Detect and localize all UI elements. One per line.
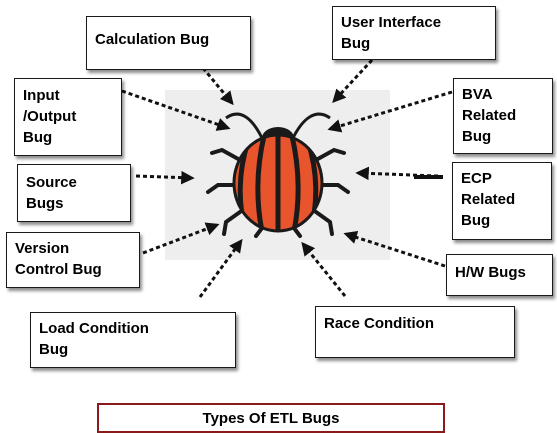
arrow-load-condition <box>198 238 243 298</box>
label-version-control-bug: Version Control Bug <box>6 232 140 288</box>
label-hw-bugs: H/W Bugs <box>446 254 553 296</box>
arrow-bva <box>327 90 453 133</box>
bug-outline <box>232 133 324 233</box>
bug-icon <box>206 112 350 238</box>
arrow-ecp <box>355 166 439 181</box>
arrow-user-interface <box>332 58 374 103</box>
label-input-output-bug: Input /Output Bug <box>14 78 122 156</box>
bug-legs <box>206 147 350 238</box>
arrow-version-control <box>142 222 220 255</box>
arrows-group <box>121 58 453 298</box>
label-load-condition-bug: Load Condition Bug <box>30 312 236 368</box>
label-user-interface-bug: User Interface Bug <box>332 6 496 60</box>
arrow-race-condition <box>301 241 347 297</box>
bug-antenna-right <box>291 112 331 139</box>
label-calculation-bug: Calculation Bug <box>86 16 251 70</box>
label-bva-related-bug: BVA Related Bug <box>453 78 553 154</box>
bug-antenna-left <box>225 112 264 139</box>
label-ecp-related-bug: ECP Related Bug <box>452 162 552 240</box>
diagram-caption: Types Of ETL Bugs <box>97 403 445 433</box>
label-source-bugs: Source Bugs <box>17 164 131 222</box>
arrow-source <box>135 170 195 185</box>
arrow-input-output <box>121 89 231 131</box>
arrow-calculation <box>201 67 234 106</box>
arrow-hw <box>343 230 446 268</box>
label-race-condition: Race Condition <box>315 306 515 358</box>
